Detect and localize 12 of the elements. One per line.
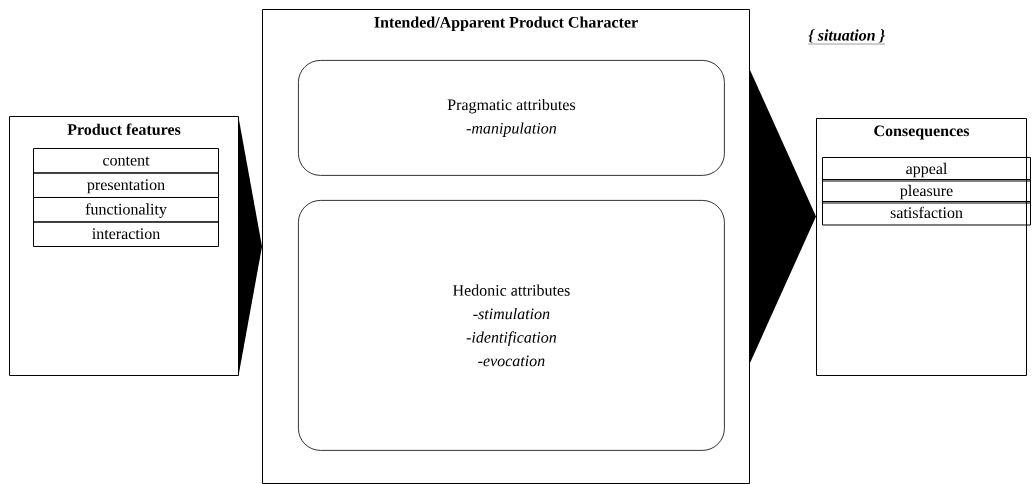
annotation: { situation } bbox=[808, 29, 886, 45]
table-cell: pleasure bbox=[822, 179, 1031, 204]
table-cell: satisfaction bbox=[822, 201, 1031, 226]
chevron-arrow bbox=[750, 70, 816, 363]
attribute-box: Hedonic attributes -stimulation -identification -evocation bbox=[298, 200, 725, 451]
table-cell: interaction bbox=[33, 221, 219, 247]
attribute-box: Pragmatic attributes -manipulation bbox=[298, 60, 725, 176]
chevron-arrow bbox=[239, 120, 262, 373]
table-cell: functionality bbox=[33, 197, 219, 223]
table-cell: presentation bbox=[33, 172, 219, 198]
table-cell: appeal bbox=[822, 157, 1031, 182]
table-cell: content bbox=[33, 148, 219, 174]
